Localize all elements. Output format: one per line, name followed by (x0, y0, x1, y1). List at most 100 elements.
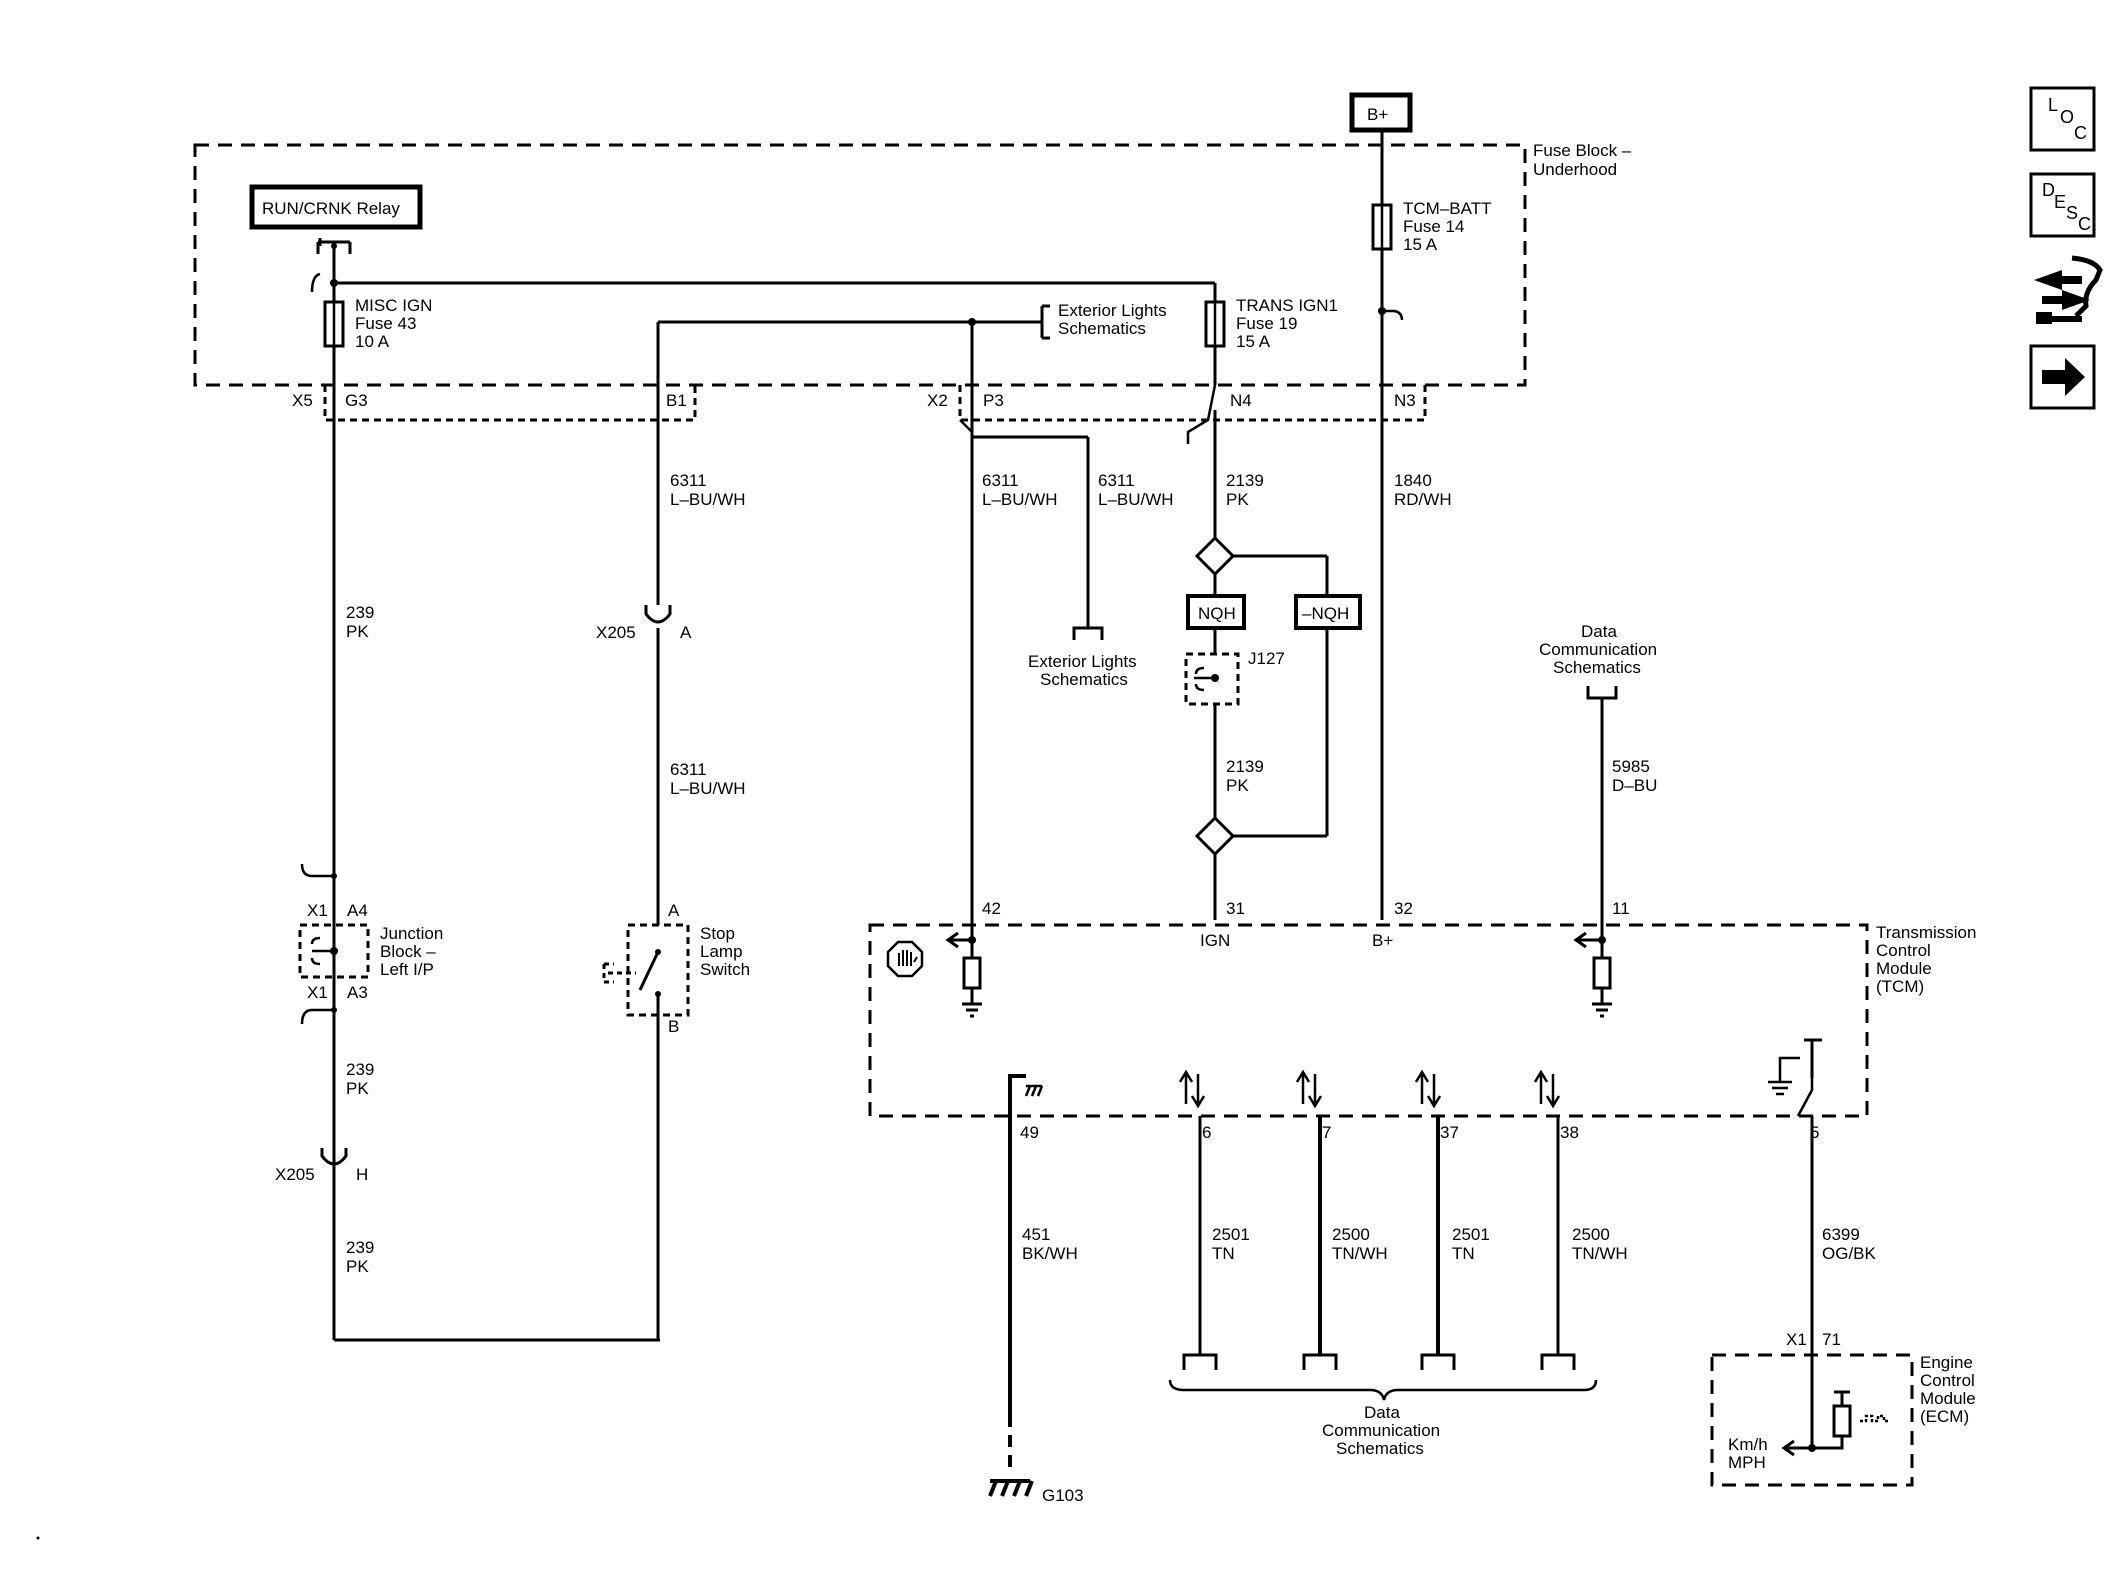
w2139a-num: 2139 (1226, 471, 1264, 490)
w6311b-col: L–BU/WH (670, 779, 746, 798)
w2501b-num: 2501 (1452, 1225, 1490, 1244)
data-comm-top-1: Data (1581, 622, 1617, 641)
conn-x5: X5 (292, 391, 313, 410)
tcm-pin5: 5 (1810, 1123, 1819, 1142)
w2500a-num: 2500 (1332, 1225, 1370, 1244)
data-comm-bottom-2: Communication (1322, 1421, 1440, 1440)
loc-o: O (2060, 107, 2074, 127)
wrench-arrows-icon[interactable] (2034, 255, 2103, 324)
tcm-line-4: (TCM) (1876, 977, 1924, 996)
stop-line-3: Switch (700, 960, 750, 979)
option-nqh-label: NQH (1198, 604, 1236, 623)
tcm-pin38: 38 (1560, 1123, 1579, 1142)
jb-a3: A3 (347, 983, 368, 1002)
w2501a-col: TN (1212, 1244, 1235, 1263)
tcm-pin11: 11 (1612, 899, 1630, 918)
ground-label: G103 (1042, 1486, 1084, 1505)
w2501a-num: 2501 (1212, 1225, 1250, 1244)
w6311b-num: 6311 (670, 760, 707, 779)
stop-line-2: Lamp (700, 942, 743, 961)
ext-lights-ref2-1: Exterior Lights (1028, 652, 1137, 671)
w6311a-col: L–BU/WH (670, 490, 746, 509)
ecm-pin71: 71 (1822, 1330, 1841, 1349)
tcm-fuse-1: TCM–BATT (1403, 199, 1491, 218)
misc-fuse-3: 10 A (355, 332, 390, 351)
w6311d-col: L–BU/WH (1098, 490, 1174, 509)
desc-d: D (2042, 180, 2055, 200)
tcm-outline (868, 923, 1869, 1118)
w2501b-col: TN (1452, 1244, 1475, 1263)
w6399-num: 6399 (1822, 1225, 1860, 1244)
tcm-pin42: 42 (982, 899, 1001, 918)
bus-arrows-37 (1414, 1069, 1442, 1109)
ecm-speed-1: Km/h (1728, 1435, 1768, 1454)
bus-arrows-6 (1178, 1069, 1206, 1109)
w2139a-col: PK (1226, 490, 1249, 509)
w239a-col: PK (346, 622, 369, 641)
j127-outline (1184, 652, 1240, 706)
desc-s: S (2066, 203, 2078, 223)
pin-n4: N4 (1230, 391, 1252, 410)
ecm-outline (1710, 1353, 1914, 1487)
relay-label: RUN/CRNK Relay (262, 199, 400, 218)
ecm-speed-2: MPH (1728, 1453, 1766, 1472)
ecm-line-1: Engine (1920, 1353, 1973, 1372)
w451-col: BK/WH (1022, 1244, 1078, 1263)
arrow-right-icon[interactable] (2029, 344, 2096, 410)
fuse-block-title-1: Fuse Block – (1533, 141, 1632, 160)
data-comm-bottom-1: Data (1364, 1403, 1400, 1422)
tcm-pin37: 37 (1440, 1123, 1459, 1142)
trans-fuse-3: 15 A (1236, 332, 1271, 351)
ecm-x1: X1 (1786, 1330, 1807, 1349)
tcm-fuse-2: Fuse 14 (1403, 217, 1464, 236)
jb-line-1: Junction (380, 924, 443, 943)
w2139b-col: PK (1226, 776, 1249, 795)
w239c-col: PK (346, 1257, 369, 1276)
stop-line-1: Stop (700, 924, 735, 943)
w2500a-col: TN/WH (1332, 1244, 1388, 1263)
misc-fuse-2: Fuse 43 (355, 314, 416, 333)
tcm-pin6: 6 (1202, 1123, 1211, 1142)
option-not-nqh-label: –NQH (1302, 604, 1349, 623)
ecm-line-4: (ECM) (1920, 1407, 1969, 1426)
w1840-col: RD/WH (1394, 490, 1452, 509)
option-nqh (1186, 594, 1246, 630)
w6311d-num: 6311 (1098, 471, 1135, 490)
desc-button[interactable]: D E S C (2029, 172, 2096, 238)
jb-x1-top: X1 (307, 901, 328, 920)
stop-pin-b: B (668, 1017, 679, 1036)
x205h-label: X205 (275, 1165, 315, 1184)
w1840-num: 1840 (1394, 471, 1432, 490)
jb-line-2: Block – (380, 942, 436, 961)
w239c-num: 239 (346, 1238, 374, 1257)
tcm-bplus: B+ (1372, 931, 1393, 950)
esd-hand-icon (886, 940, 924, 978)
desc-e: E (2054, 192, 2066, 212)
tcm-ign: IGN (1200, 931, 1230, 950)
w5985-num: 5985 (1612, 757, 1650, 776)
desc-c: C (2078, 214, 2091, 234)
w451-num: 451 (1022, 1225, 1050, 1244)
pin-n3: N3 (1394, 391, 1416, 410)
w2500b-num: 2500 (1572, 1225, 1610, 1244)
w5985-col: D–BU (1612, 776, 1657, 795)
loc-c: C (2074, 123, 2087, 143)
tcm-fuse-3: 15 A (1403, 235, 1438, 254)
ext-lights-ref-1: Exterior Lights (1058, 301, 1167, 320)
tcm-line-2: Control (1876, 941, 1931, 960)
bplus-label: B+ (1367, 105, 1388, 124)
x205h-pin: H (356, 1165, 368, 1184)
loc-button[interactable]: L O C (2029, 86, 2096, 152)
x205a-label: X205 (596, 623, 636, 642)
fuse-block-outline (193, 143, 1527, 387)
w239b-num: 239 (346, 1060, 374, 1079)
tcm-line-1: Transmission (1876, 923, 1976, 942)
tcm-pin32: 32 (1394, 899, 1413, 918)
tcm-pin31: 31 (1226, 899, 1245, 918)
fuse-block-title-2: Underhood (1533, 160, 1617, 179)
bus-arrows-7 (1295, 1069, 1323, 1109)
pin-g3: G3 (345, 391, 368, 410)
ext-lights-ref2-2: Schematics (1040, 670, 1128, 689)
data-comm-bottom-3: Schematics (1336, 1439, 1424, 1458)
